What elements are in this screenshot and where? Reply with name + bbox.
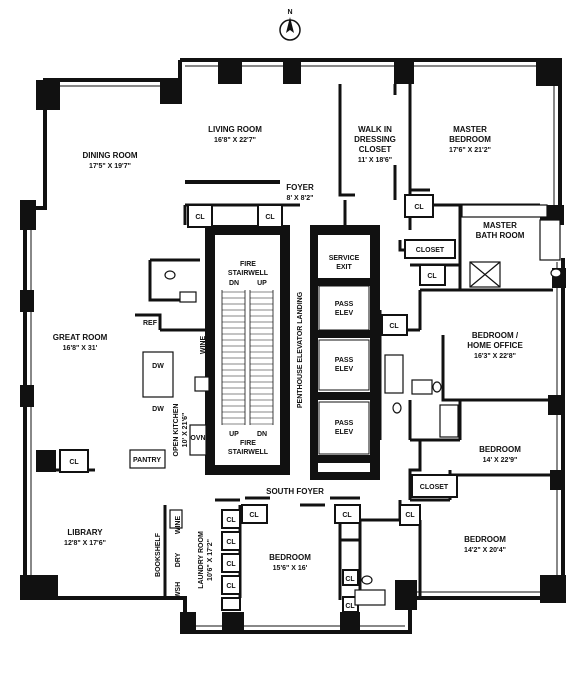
closet-label-9: CL xyxy=(405,512,415,519)
closet-label-8: CLOSET xyxy=(420,484,449,491)
dining-room-name: DINING ROOM xyxy=(82,151,137,160)
bedroom-east-dims: 14' X 22'9" xyxy=(483,457,518,464)
fixture-labels: CL CL CL CLOSET CL CL CL CLOSET CL CL CL… xyxy=(69,204,449,610)
closet-label-16: CL xyxy=(345,576,355,583)
bedroom-se-dims: 14'2" X 20'4" xyxy=(464,547,506,554)
library-dims: 12'8" X 17'6" xyxy=(64,540,106,547)
living-room-dims: 16'8" X 22'7" xyxy=(214,137,256,144)
laundry-dims: 10'6" X 17'2" xyxy=(207,539,214,581)
bedroom-se-name: BEDROOM xyxy=(464,535,506,544)
stair-bottom-up: UP xyxy=(229,431,239,438)
living-room-name: LIVING ROOM xyxy=(208,125,262,134)
walk-in-line3: CLOSET xyxy=(359,145,392,154)
service-exit-line2: EXIT xyxy=(336,264,352,271)
closet-label-13: CL xyxy=(226,539,236,546)
foyer-name: FOYER xyxy=(286,183,314,192)
stairwell-top-line1: FIRE xyxy=(240,261,256,268)
stair-bottom-dn: DN xyxy=(257,431,267,438)
fixtures xyxy=(129,204,562,606)
columns xyxy=(20,60,566,634)
closet-label-6: CL xyxy=(389,323,399,330)
closet-label-7: CL xyxy=(69,459,79,466)
stairwell-bottom-line1: FIRE xyxy=(240,440,256,447)
wine-label-laundry: WINE xyxy=(175,516,182,535)
bookshelf-label: BOOKSHELF xyxy=(155,532,162,577)
dw-label-2: DW xyxy=(152,406,164,413)
closet-label-1: CL xyxy=(195,214,205,221)
wine-label-kitchen: WINE xyxy=(200,336,207,355)
open-kitchen-name: OPEN KITCHEN xyxy=(173,404,180,457)
laundry-name: LAUNDRY ROOM xyxy=(198,531,205,589)
stair-top-up: UP xyxy=(257,280,267,287)
bedroom-office-line2: HOME OFFICE xyxy=(467,341,523,350)
walk-in-line1: WALK IN xyxy=(358,125,392,134)
closet-label-11: CL xyxy=(342,512,352,519)
pantry-label: PANTRY xyxy=(133,457,161,464)
compass-icon: N xyxy=(279,9,301,41)
south-foyer-name: SOUTH FOYER xyxy=(266,487,324,496)
closet-label-4: CLOSET xyxy=(416,247,445,254)
dryer-label: DRY xyxy=(175,552,182,567)
bedroom-east-name: BEDROOM xyxy=(479,445,521,454)
closet-label-14: CL xyxy=(226,561,236,568)
closet-label-15: CL xyxy=(226,583,236,590)
elevator-2-line2: ELEV xyxy=(335,366,354,373)
library-name: LIBRARY xyxy=(67,528,103,537)
stair-core xyxy=(205,225,290,475)
great-room-name: GREAT ROOM xyxy=(53,333,108,342)
open-kitchen-dims: 10' X 21'6" xyxy=(182,413,189,448)
walk-in-dims: 11' X 18'6" xyxy=(358,157,392,164)
dining-room-dims: 17'5" X 19'7" xyxy=(89,163,131,170)
master-bath-line2: BATH ROOM xyxy=(476,231,525,240)
elevator-1-line1: PASS xyxy=(335,301,354,308)
room-labels: LIVING ROOM 16'8" X 22'7" DINING ROOM 17… xyxy=(53,125,525,589)
closet-label-5: CL xyxy=(427,273,437,280)
walk-in-line2: DRESSING xyxy=(354,135,396,144)
foyer-dims: 8' X 8'2" xyxy=(287,195,314,202)
closet-label-3: CL xyxy=(414,204,424,211)
compass-letter: N xyxy=(287,9,292,16)
master-bedroom-line2: BEDROOM xyxy=(449,135,491,144)
closet-label-12: CL xyxy=(226,517,236,524)
stairwell-bottom-line2: STAIRWELL xyxy=(228,449,269,456)
dw-label-1: DW xyxy=(152,363,164,370)
closet-label-2: CL xyxy=(265,214,275,221)
stairwell-top-line2: STAIRWELL xyxy=(228,270,269,277)
master-bedroom-line1: MASTER xyxy=(453,125,487,134)
closet-label-10: CL xyxy=(249,512,259,519)
master-bath-line1: MASTER xyxy=(483,221,517,230)
living-room-divider xyxy=(185,180,280,184)
bedroom-office-dims: 16'3" X 22'8" xyxy=(474,353,516,360)
closet-label-17: CL xyxy=(345,603,355,610)
stair-top-dn: DN xyxy=(229,280,239,287)
bedroom-south-dims: 15'6" X 16' xyxy=(273,565,308,572)
washer-label: WSH xyxy=(175,582,182,598)
service-exit-line1: SERVICE xyxy=(329,255,360,262)
elevator-2-line1: PASS xyxy=(335,357,354,364)
bedroom-south-name: BEDROOM xyxy=(269,553,311,562)
great-room-dims: 16'8" X 31' xyxy=(63,345,98,352)
elevator-1-line2: ELEV xyxy=(335,310,354,317)
elevator-3-line1: PASS xyxy=(335,420,354,427)
penthouse-landing-name: PENTHOUSE ELEVATOR LANDING xyxy=(297,291,304,408)
elevator-3-line2: ELEV xyxy=(335,429,354,436)
bedroom-office-line1: BEDROOM / xyxy=(472,331,519,340)
ref-label: REF xyxy=(143,320,158,327)
master-bedroom-dims: 17'6" X 21'2" xyxy=(449,147,491,154)
oven-label: OVN xyxy=(190,435,205,442)
closet-boxes xyxy=(59,194,458,613)
elevator-core xyxy=(310,225,380,480)
